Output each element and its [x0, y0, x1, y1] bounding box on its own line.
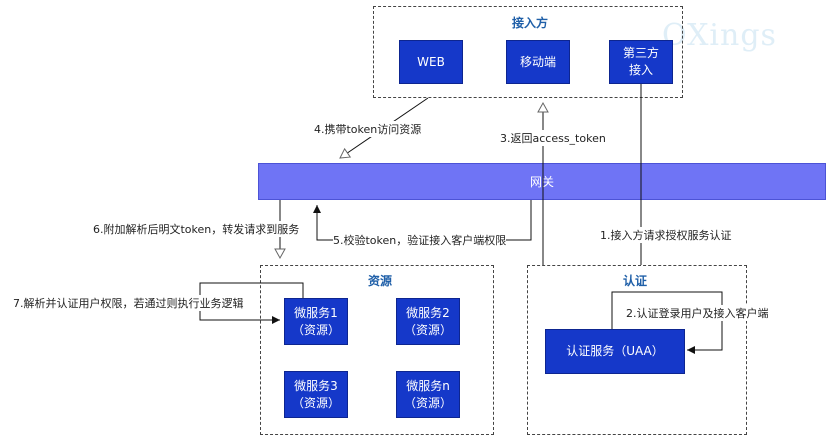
step2-loop — [611, 291, 723, 354]
microservice-3-node: 微服务3 （资源） — [284, 371, 348, 418]
resource-group-box — [260, 265, 494, 435]
microservice-1-node: 微服务1 （资源） — [284, 298, 348, 345]
step4-label: 4.携带token访问资源 — [314, 121, 422, 137]
uaa-service-node: 认证服务（UAA） — [545, 329, 685, 374]
resource-group-title: 资源 — [367, 274, 392, 288]
step3-label: 3.返回access_token — [500, 130, 606, 146]
auth-group-title: 认证 — [622, 274, 647, 288]
step7-loop — [199, 282, 304, 324]
access-group-title: 接入方 — [511, 16, 548, 30]
watermark-text: OXings — [662, 18, 777, 53]
web-client-node: WEB — [399, 40, 463, 84]
auth-group-box — [527, 265, 747, 435]
step6-label: 6.附加解析后明文token，转发请求到服务 — [93, 221, 300, 237]
step2-label: 2.认证登录用户及接入客户端 — [626, 305, 769, 321]
gateway-bar: 网关 — [258, 163, 826, 200]
access-group-box — [373, 6, 683, 98]
third-party-client-node: 第三方 接入 — [609, 40, 673, 84]
microservice-n-node: 微服务n （资源） — [396, 371, 460, 418]
step1-label: 1.接入方请求授权服务认证 — [600, 227, 732, 243]
microservice-2-node: 微服务2 （资源） — [396, 298, 460, 345]
step7-label: 7.解析并认证用户权限，若通过则执行业务逻辑 — [13, 295, 244, 311]
mobile-client-node: 移动端 — [506, 40, 570, 84]
step5-label: 5.校验token，验证接入客户端权限 — [333, 232, 507, 248]
